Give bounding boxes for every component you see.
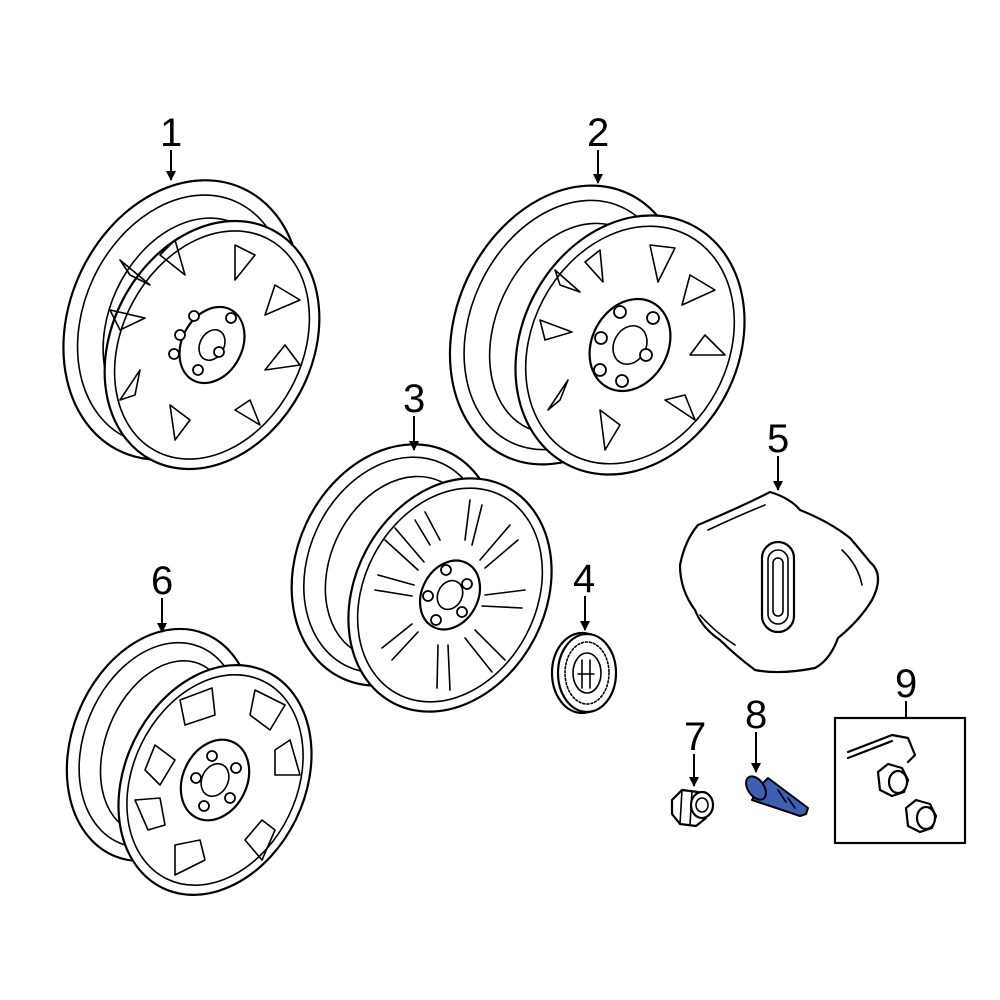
wheel-6-windows [134,687,301,876]
wheel-1-spoke-windows [109,239,301,441]
center-cap-4[interactable] [550,631,618,715]
wheel-2[interactable] [406,147,789,515]
wheel-3[interactable] [253,410,591,747]
callout-4: 4 [573,557,595,631]
svg-text:1: 1 [160,111,182,155]
wheel-1-lug-holes [168,310,237,376]
wheel-1[interactable] [19,141,361,506]
valve-stem-8[interactable] [742,773,809,817]
wheel-2-spoke-windows [539,244,726,451]
callout-8: 8 [745,693,767,773]
valve-stem-base [745,775,767,801]
callout-5: 5 [767,417,789,491]
svg-text:5: 5 [767,417,789,461]
center-cap-5[interactable] [678,490,880,674]
lock-key-tool [846,733,917,764]
svg-text:6: 6 [151,559,173,603]
logo-mark [577,659,595,689]
callout-9: 9 [895,662,917,718]
lug-nut-7[interactable] [670,788,715,828]
wheel-6[interactable] [33,601,348,928]
callout-7: 7 [684,715,706,787]
lock-nut-1 [876,762,910,798]
lock-nut-2 [904,798,938,834]
wheel-2-lug-holes [593,305,660,388]
wheel-6-lug-holes [190,750,242,812]
callout-1: 1 [160,111,182,181]
wheel-3-lug-holes [422,564,473,626]
svg-text:4: 4 [573,557,595,601]
svg-text:7: 7 [684,715,706,759]
wheel-3-spokes [374,499,526,691]
wheel-lock-kit-9[interactable] [833,716,967,845]
callout-2: 2 [587,111,609,184]
svg-text:8: 8 [745,693,767,737]
callout-6: 6 [151,559,173,633]
svg-text:2: 2 [587,111,609,155]
callout-3: 3 [403,377,425,451]
svg-text:9: 9 [895,662,917,706]
svg-text:3: 3 [403,377,425,421]
